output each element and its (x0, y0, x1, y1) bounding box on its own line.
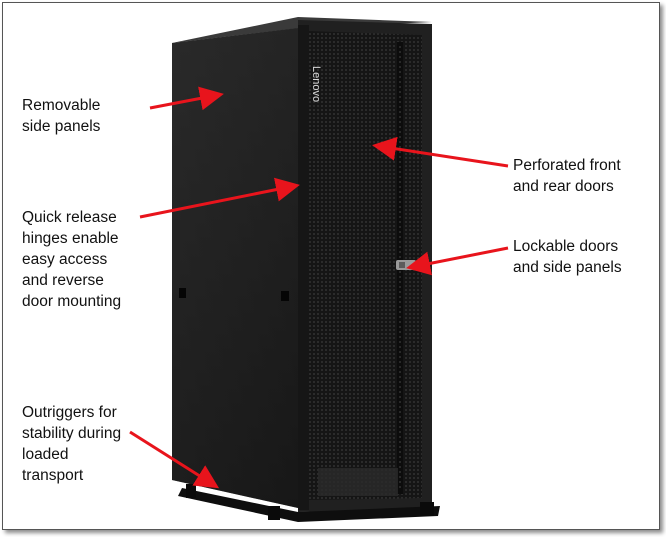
door-bottom-tray (318, 468, 398, 496)
callout-lockable-doors: Lockable doors and side panels (513, 238, 622, 276)
hinge-strip (298, 25, 309, 510)
callout-outriggers: Outriggers for stability during loaded t… (22, 404, 122, 484)
arrow-perforated-doors (372, 136, 509, 168)
callout-perforated-doors: Perforated front and rear doors (513, 157, 621, 195)
arrow-outriggers (129, 430, 220, 489)
arrow-removable-side-panels (149, 86, 224, 111)
brand-logo-text: Lenovo (310, 66, 322, 102)
callout-removable-side-panels: Removable side panels (22, 97, 101, 135)
callout-quick-release-hinges: Quick release hinges enable easy access … (22, 209, 122, 310)
side-latch-right (281, 291, 289, 301)
outriggers-base (178, 488, 440, 522)
arrow-lockable-doors (406, 246, 509, 276)
arrow-quick-release-hinges (139, 177, 300, 219)
side-latch-left (179, 288, 186, 298)
